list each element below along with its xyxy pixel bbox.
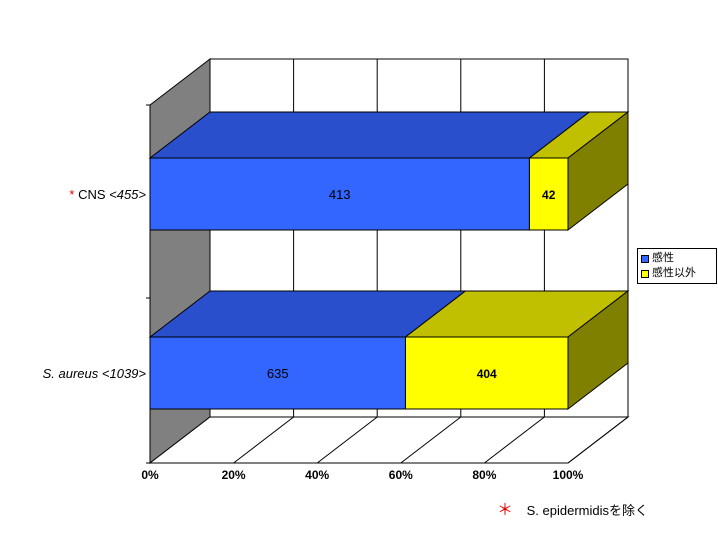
data-label-1-series-1: 413 [329, 187, 351, 202]
legend-label-series-2: 感性以外 [652, 267, 696, 279]
category-name: S. aureus [43, 366, 102, 381]
gridline-floor [233, 416, 294, 464]
gridline-floor [400, 416, 462, 464]
legend-item-series-1: 感性 [641, 251, 713, 266]
gridline-floor [567, 416, 629, 464]
bar-2-series-2 [404, 336, 569, 410]
x-tick-label: 80% [472, 468, 496, 482]
legend-item-series-2: 感性以外 [641, 266, 713, 281]
bar-end-1 [567, 110, 629, 232]
category-count: <1039> [102, 366, 147, 381]
footnote-asterisk: ＊ [497, 502, 514, 519]
category-label-2: S. aureus <1039> [43, 366, 147, 381]
bar-1-series-2 [528, 157, 569, 231]
gridline-floor [484, 416, 545, 464]
legend: 感性 感性以外 [637, 248, 717, 284]
bar-1-series-1 [149, 157, 530, 231]
category-marker: * [69, 187, 78, 202]
footnote: ＊ S. epidermidisを除く [497, 496, 648, 520]
bar-2-series-1 [149, 336, 406, 410]
legend-swatch-series-2 [641, 269, 649, 278]
floor [148, 416, 630, 464]
x-tick-label: 40% [305, 468, 329, 482]
bar-end-2 [567, 289, 629, 411]
category-label-1: * CNS <455> [69, 187, 146, 202]
data-label-2-series-2: 404 [477, 367, 497, 381]
x-tick-label: 60% [389, 468, 413, 482]
chart-bars: 413 42 635 404 [148, 110, 630, 411]
x-tick-label: 0% [141, 468, 159, 482]
x-tick-label: 20% [222, 468, 246, 482]
x-tick-label: 100% [553, 468, 584, 482]
category-name: CNS [78, 187, 109, 202]
data-label-2-series-1: 635 [267, 366, 289, 381]
footnote-text: S. epidermidisを除く [526, 503, 649, 518]
gridline-floor [316, 416, 378, 464]
legend-label-series-1: 感性 [652, 252, 674, 264]
legend-swatch-series-1 [641, 254, 649, 263]
chart-axes: * CNS <455> S. aureus <1039> 0% 20% 40% 60% 80… [43, 104, 584, 482]
category-count: <455> [109, 187, 146, 202]
data-label-1-series-2: 42 [542, 188, 556, 202]
bar-top-1-series-1 [148, 111, 591, 159]
